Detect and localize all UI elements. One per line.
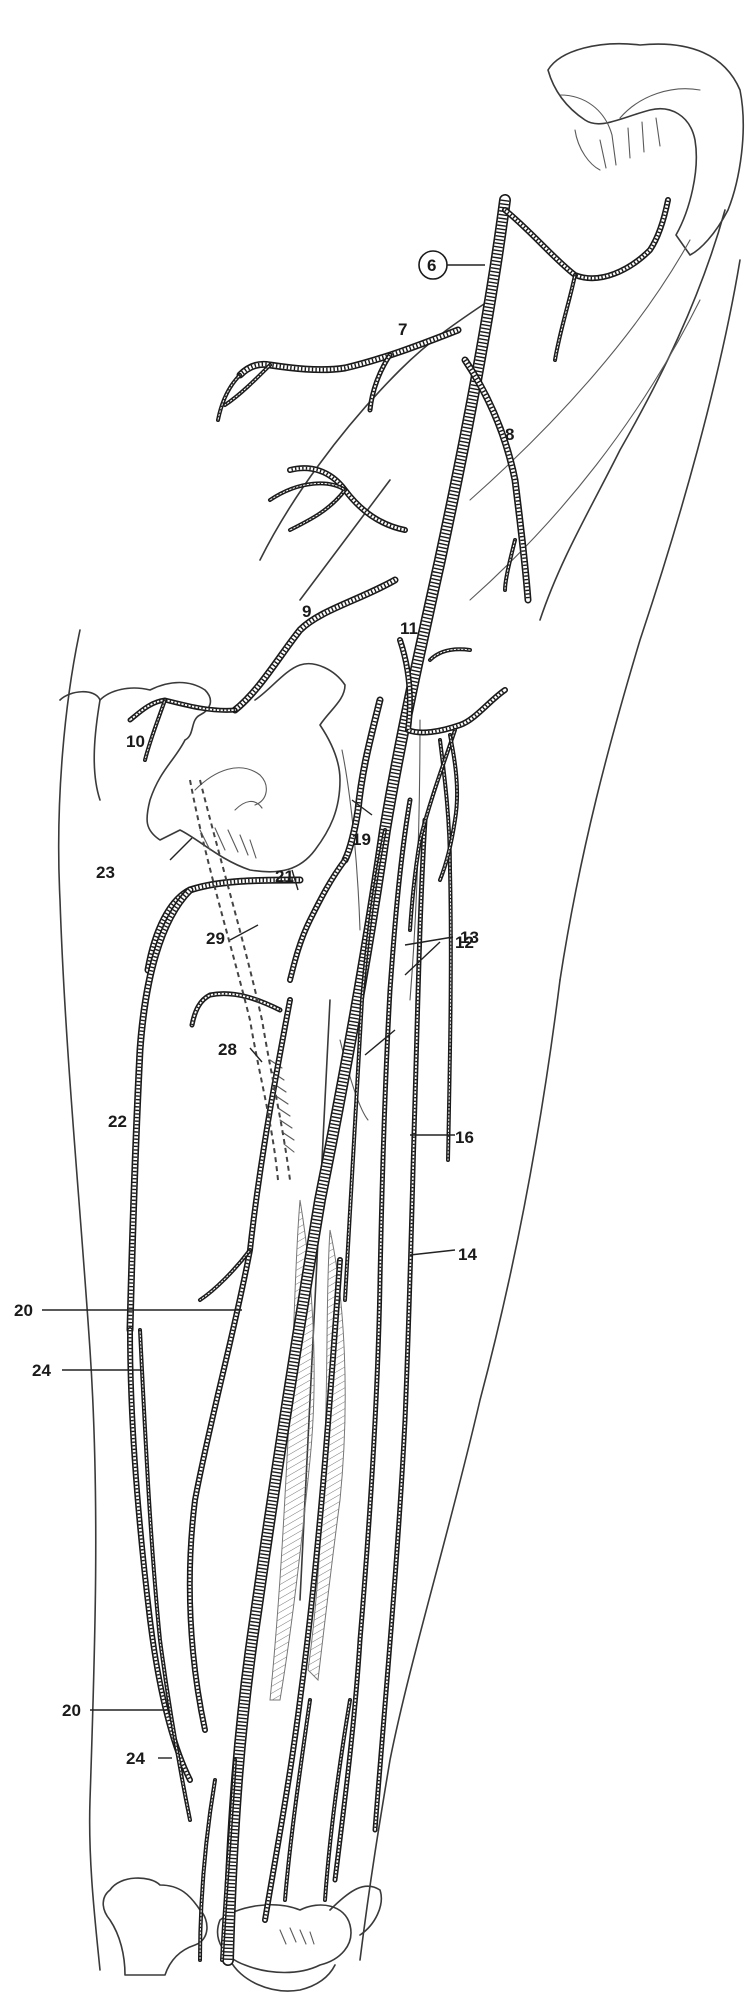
label-11: 11 (400, 619, 418, 638)
branch-8b (505, 540, 515, 590)
label-8: 8 (505, 425, 514, 444)
label-29: 29 (206, 929, 225, 948)
dashed-nerve-line (190, 780, 278, 1180)
label-13: 13 (460, 928, 479, 947)
axillary-brachial-artery (228, 200, 505, 1960)
label-16: 16 (455, 1128, 474, 1147)
branch-14 (375, 820, 425, 1830)
label-24-upper: 24 (32, 1361, 51, 1380)
label-23: 23 (96, 863, 115, 882)
label-9: 9 (302, 602, 311, 621)
branch-11b (430, 649, 470, 660)
branch-22 (130, 890, 190, 1330)
label-22: 22 (108, 1112, 127, 1131)
branch-16 (440, 740, 451, 1160)
branch-28 (192, 994, 280, 1025)
label-20-lower: 20 (62, 1701, 81, 1720)
label-7: 7 (398, 320, 407, 339)
label-24-lower: 24 (126, 1749, 145, 1768)
artery-top-branch-2 (555, 275, 575, 360)
label-19: 19 (352, 830, 371, 849)
label-6: 6 (427, 256, 436, 275)
branch-22-down (130, 1330, 190, 1780)
label-21: 21 (275, 867, 294, 886)
arteries (130, 200, 668, 1960)
label-10: 10 (126, 732, 145, 751)
label-14: 14 (458, 1245, 477, 1264)
branch-9 (235, 580, 395, 710)
branch-mid-left-2 (270, 483, 345, 530)
branch-10 (130, 700, 235, 720)
dashed-nerve-line-2 (200, 780, 290, 1180)
forearm-left-1 (200, 1780, 215, 1960)
label-20-upper: 20 (14, 1301, 33, 1320)
artery-top-branch (505, 200, 668, 278)
label-28: 28 (218, 1040, 237, 1059)
branch-20 (190, 1000, 290, 1730)
branch-7 (240, 330, 458, 375)
